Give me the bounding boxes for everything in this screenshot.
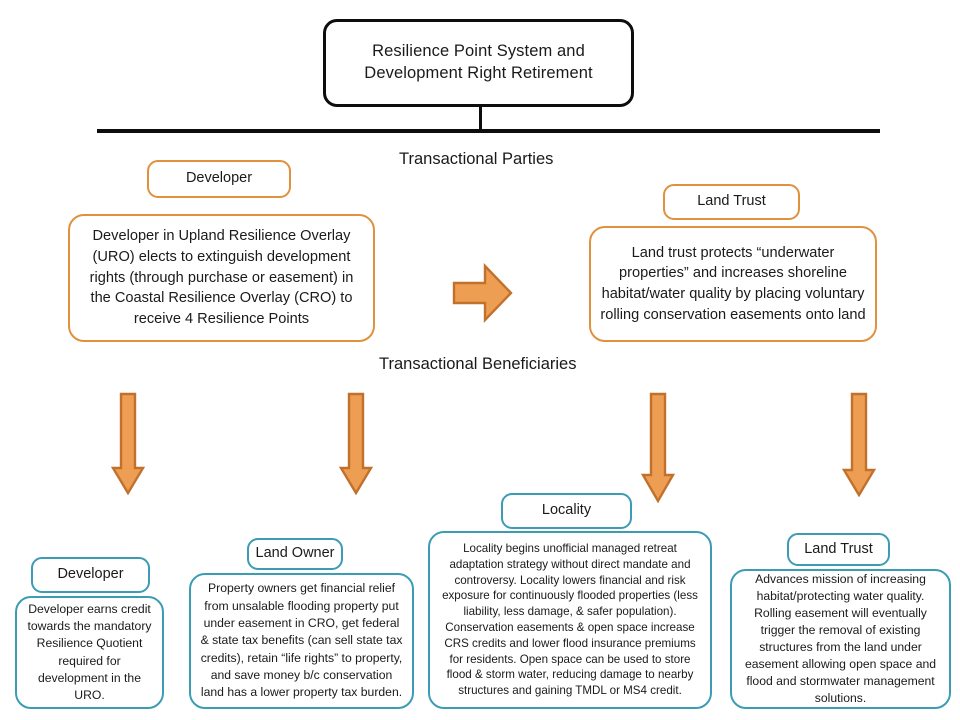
- party-tag-land-trust[interactable]: Land Trust: [663, 184, 800, 220]
- party-tag-developer[interactable]: Developer: [147, 160, 291, 198]
- arrow-down-icon: [640, 392, 676, 504]
- arrow-down-icon: [841, 392, 877, 498]
- beneficiary-box-locality-text: Locality begins unofficial managed retre…: [442, 542, 698, 698]
- party-box-developer-text: Developer in Upland Resilience Overlay (…: [89, 228, 354, 328]
- beneficiary-tag-land-trust[interactable]: Land Trust: [787, 533, 890, 566]
- beneficiary-tag-land-trust-label: Land Trust: [804, 540, 873, 557]
- beneficiary-box-locality[interactable]: Locality begins unofficial managed retre…: [428, 531, 712, 709]
- diagram-title-box: Resilience Point System and Development …: [323, 19, 634, 107]
- beneficiary-box-developer-text: Developer earns credit towards the manda…: [27, 602, 152, 702]
- beneficiary-box-land-owner[interactable]: Property owners get financial relief fro…: [189, 573, 414, 709]
- beneficiary-box-land-trust[interactable]: Advances mission of increasing habitat/p…: [730, 569, 951, 709]
- beneficiary-box-land-trust-text: Advances mission of increasing habitat/p…: [744, 571, 937, 706]
- beneficiary-box-developer[interactable]: Developer earns credit towards the manda…: [15, 596, 164, 709]
- arrow-down-icon: [110, 392, 146, 496]
- arrow-down-icon: [338, 392, 374, 496]
- beneficiary-tag-developer-label: Developer: [57, 566, 124, 583]
- section-caption-transactional-beneficiaries: Transactional Beneficiaries: [379, 355, 577, 373]
- diagram-title-line-2: Development Right Retirement: [364, 64, 593, 82]
- diagram-title-line-1: Resilience Point System and: [372, 42, 585, 61]
- section-caption-transactional-parties: Transactional Parties: [399, 150, 554, 168]
- beneficiary-tag-land-owner-label: Land Owner: [255, 545, 335, 562]
- horizontal-divider-line: [97, 129, 880, 133]
- party-tag-land-trust-label: Land Trust: [697, 193, 766, 210]
- title-connector-stem: [479, 106, 482, 132]
- beneficiary-box-land-owner-text: Property owners get financial relief fro…: [200, 581, 403, 700]
- party-box-land-trust[interactable]: Land trust protects “underwater properti…: [589, 226, 877, 342]
- beneficiary-tag-locality[interactable]: Locality: [501, 493, 632, 529]
- beneficiary-tag-locality-label: Locality: [541, 502, 592, 519]
- party-box-land-trust-text: Land trust protects “underwater properti…: [600, 244, 866, 323]
- party-box-developer[interactable]: Developer in Upland Resilience Overlay (…: [68, 214, 375, 342]
- beneficiary-tag-land-owner[interactable]: Land Owner: [247, 538, 343, 570]
- party-tag-developer-label: Developer: [185, 170, 253, 187]
- arrow-right-icon: [452, 263, 513, 323]
- beneficiary-tag-developer[interactable]: Developer: [31, 557, 150, 593]
